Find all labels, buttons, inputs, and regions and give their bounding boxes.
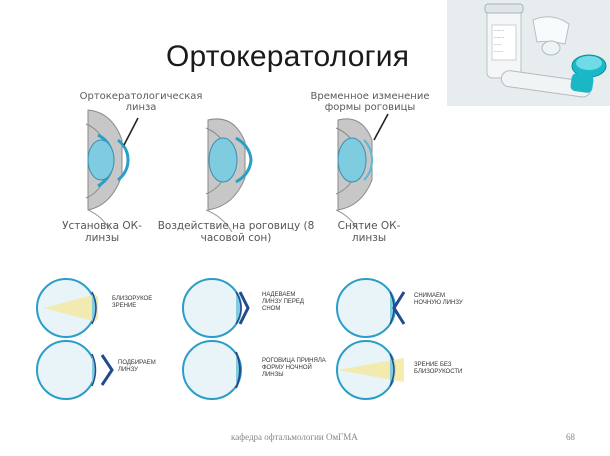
svg-text:·······: ······· [494, 49, 503, 54]
text-put-on-lens: Надеваем линзу перед сном [262, 292, 304, 312]
text-cornea-shaped: Роговица приняла форму ночной линзы [262, 358, 326, 378]
text-myopic-vision: Близорукое зрение [112, 296, 153, 309]
eye-clear-vision [336, 340, 404, 400]
diagram-lens-install [85, 109, 139, 231]
eye-remove-lens [336, 278, 406, 338]
text-remove-lens: Снимаем ночную линзу [414, 293, 463, 306]
caption-effect: Воздействие на роговицу (8 часовой сон) [157, 220, 315, 244]
text-choose-lens: Подбираем линзу [118, 360, 156, 373]
eye-cornea-shaped [182, 340, 242, 400]
caption-install: Установка ОК-линзы [62, 220, 142, 244]
eye-put-lens [182, 278, 250, 338]
svg-text:······: ······ [494, 42, 502, 47]
svg-text:········: ········ [494, 35, 504, 40]
slide-number: 68 [566, 432, 575, 442]
diagram-lens-effect [205, 118, 253, 233]
svg-text:········: ········ [494, 28, 504, 33]
caption-remove: Снятие ОК-линзы [337, 220, 401, 244]
product-photo: ········ ········ ······ ······· [447, 0, 610, 106]
eye-myopic [36, 278, 98, 338]
label-cornea-change: Временное изменение формы роговицы [310, 91, 430, 113]
label-ortho-lens: Ортокератологическая линза [79, 91, 203, 113]
eye-choose-lens [36, 340, 114, 400]
diagram-lens-remove [335, 113, 389, 231]
text-clear-vision: Зрение без близорукости [414, 362, 463, 375]
footer-department: кафедра офтальмологии ОмГМА [231, 432, 358, 442]
slide-title: Ортокератология [166, 40, 410, 73]
